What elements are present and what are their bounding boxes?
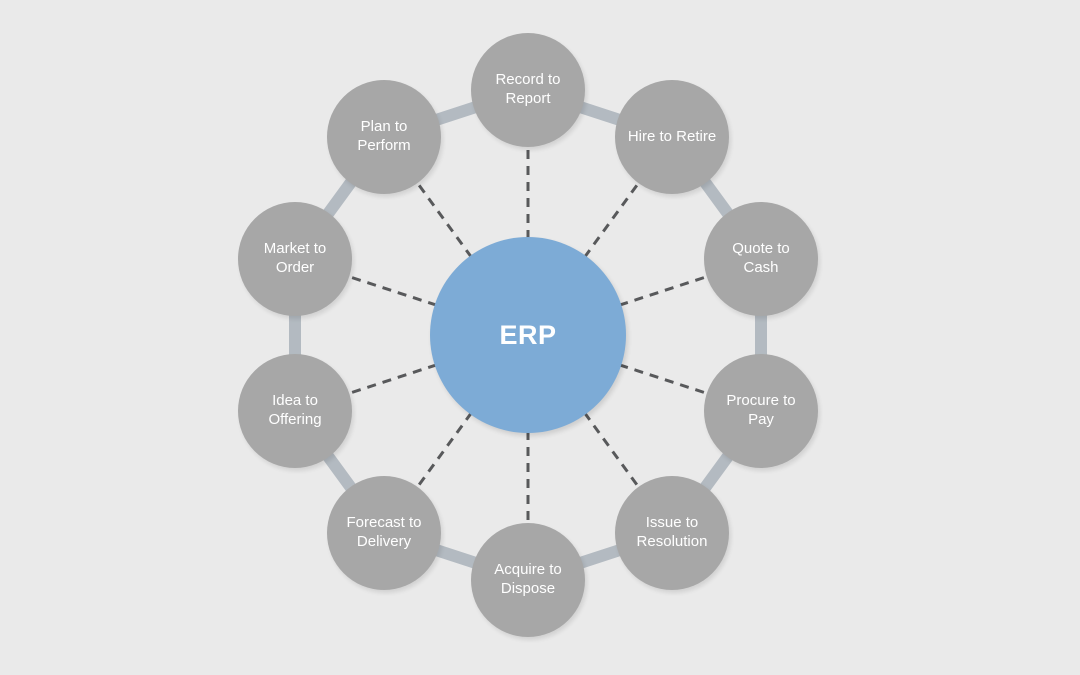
satellite-node-procure-to-pay: Procure to Pay [704,354,818,468]
node-label: Record to Report [495,71,561,107]
satellite-node-hire-to-retire: Hire to Retire [615,80,729,194]
satellite-node-issue-to-resolution: Issue to Resolution [615,476,729,590]
node-label: Hire to Retire [627,127,717,145]
node-label: Forecast to Delivery [346,514,422,550]
satellite-node-market-to-order: Market to Order [238,202,352,316]
node-label: Plan to Perform [357,118,411,154]
satellite-node-idea-to-offering: Idea to Offering [238,354,352,468]
hub-node-erp: ERP [430,237,626,433]
node-label: Acquire to Dispose [494,561,562,597]
satellite-node-plan-to-perform: Plan to Perform [327,80,441,194]
node-label: Market to Order [263,240,327,276]
node-label: Idea to Offering [268,392,322,428]
satellite-node-quote-to-cash: Quote to Cash [704,202,818,316]
satellite-node-acquire-to-dispose: Acquire to Dispose [471,523,585,637]
node-label: Quote to Cash [732,240,790,276]
hub-label: ERP [499,319,557,350]
node-label: Procure to Pay [726,392,796,428]
satellite-node-record-to-report: Record to Report [471,33,585,147]
node-label: Issue to Resolution [636,514,708,550]
satellite-node-forecast-to-delivery: Forecast to Delivery [327,476,441,590]
